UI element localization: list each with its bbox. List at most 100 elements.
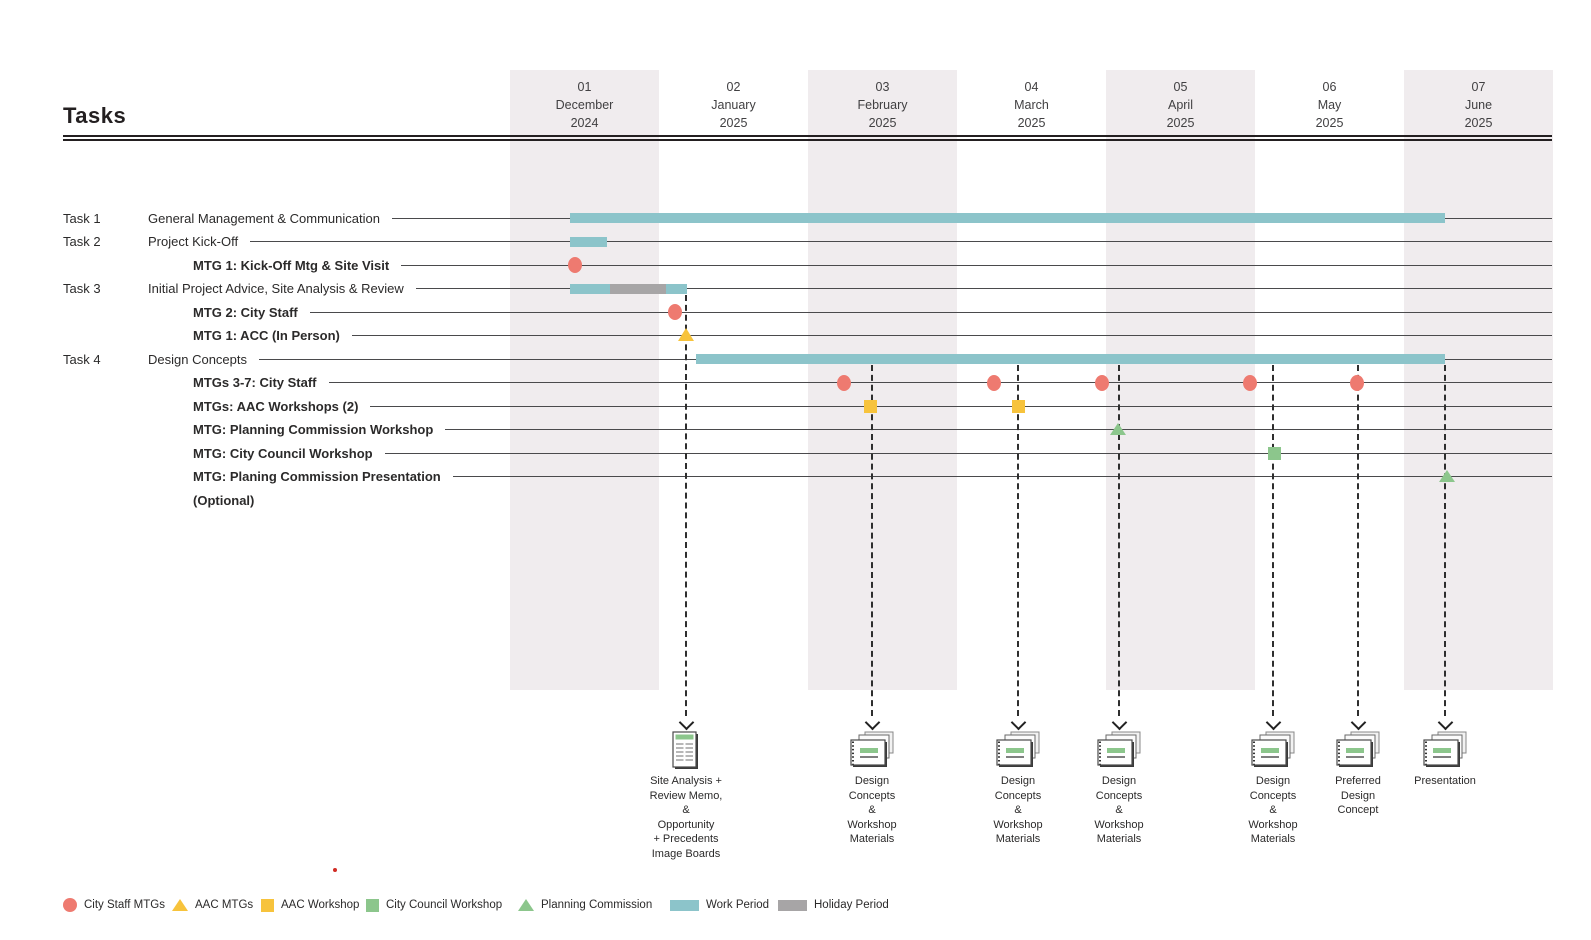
deliverable-label-line: Design: [1255, 775, 1291, 787]
month-year: 2024: [570, 116, 599, 130]
deliverable-label-line: Concepts: [848, 789, 896, 802]
legend-item-city-council: City Council Workshop: [366, 897, 502, 913]
deliverable-booklets-icon: [1422, 731, 1468, 774]
page-title: Tasks: [63, 103, 127, 128]
legend-item-city-staff: City Staff MTGs: [63, 897, 165, 913]
row-guide-line: [309, 311, 1552, 313]
deliverable-label-line: Workshop: [1248, 818, 1298, 831]
work-period-bar: [570, 236, 607, 247]
deliverable-label-line: Presentation: [1414, 775, 1476, 787]
holiday-period-bar: [610, 283, 666, 294]
legend-label: City Staff MTGs: [84, 899, 165, 911]
deliverable-label-line: Design: [1340, 789, 1376, 802]
deliverable-booklets-icon: [1096, 731, 1142, 774]
month-number: 03: [875, 80, 890, 94]
legend-item-aac-workshop: AAC Workshop: [261, 897, 359, 913]
legend-label: Planning Commission: [541, 899, 653, 911]
task-label: MTGs 3-7: City Staff: [193, 375, 317, 390]
dropline-arrow-icon: [1010, 714, 1027, 731]
legend-item-planning-commission: Planning Commission: [518, 897, 652, 913]
deliverable-booklets-icon: [1250, 731, 1296, 774]
deliverable-label-line: Image Boards: [651, 847, 721, 860]
task-label: MTG: Planning Commission Workshop: [193, 422, 434, 437]
month-year: 2025: [719, 116, 748, 130]
task-label: MTG 2: City Staff: [193, 304, 298, 320]
row-guide-line: [401, 264, 1552, 266]
legend-swatch-holiday: [778, 899, 807, 911]
dropline-dashed: [1017, 365, 1019, 716]
task-label: Design Concepts: [148, 351, 247, 367]
deliverable-label: Site Analysis +Review Memo,&Opportunity+…: [626, 774, 746, 861]
deliverable-label-line: &: [1014, 804, 1022, 816]
month-number: 02: [726, 80, 741, 94]
row-guide-line: [370, 405, 1552, 407]
month-number: 05: [1173, 80, 1188, 94]
row-guide-line: [452, 476, 1552, 477]
month-column-shade: [1106, 70, 1255, 690]
deliverable-label-line: Opportunity: [657, 818, 715, 831]
task-row: MTG: City Council Workshop: [63, 444, 1552, 462]
deliverable-label-line: Workshop: [1094, 818, 1144, 831]
row-guide-line: [415, 288, 1552, 289]
task-number: Task 2: [63, 234, 101, 249]
city-staff-marker: [837, 374, 851, 391]
legend-label: AAC Workshop: [281, 899, 360, 911]
city-staff-marker: [568, 257, 582, 273]
dropline-arrow-icon: [1350, 714, 1367, 731]
deliverable-label-line: Concepts: [994, 789, 1042, 802]
city-staff-marker: [987, 374, 1001, 391]
task-row: MTG: Planning Commission Workshop: [63, 421, 1552, 439]
dropline-arrow-icon: [1437, 714, 1454, 731]
month-number: 07: [1471, 80, 1486, 94]
task-label: Project Kick-Off: [148, 234, 239, 249]
city-staff-marker: [668, 304, 682, 320]
dropline-dashed: [1357, 365, 1359, 716]
row-guide-line: [328, 382, 1552, 383]
deliverable-label-line: + Precedents: [653, 833, 719, 845]
task-row: MTGs: AAC Workshops (2): [63, 397, 1552, 415]
month-column-shade: [510, 70, 659, 690]
legend-swatch-aac-mtg: [172, 899, 188, 911]
month-number: 06: [1322, 80, 1337, 94]
stray-dot: [333, 868, 337, 872]
task-label: MTG 1: Kick-Off Mtg & Site Visit: [193, 257, 390, 273]
task-number: Task 3: [63, 281, 101, 296]
legend-swatch-work: [670, 899, 699, 911]
month-year: 2025: [1315, 116, 1344, 130]
deliverable-label-line: Site Analysis +: [650, 775, 722, 787]
legend-label: City Council Workshop: [386, 899, 503, 911]
dropline-arrow-icon: [678, 714, 695, 731]
aac-mtg-marker: [677, 328, 694, 341]
deliverable-label-line: &: [1269, 804, 1277, 816]
dropline-arrow-icon: [1265, 714, 1282, 731]
month-number: 01: [577, 80, 592, 94]
dropline-dashed: [685, 294, 687, 716]
deliverable-label-line: Concepts: [1249, 789, 1297, 802]
city-staff-marker: [1243, 374, 1257, 391]
planning-commission-marker: [1109, 422, 1126, 435]
task-number: Task 4: [63, 351, 101, 367]
work-period-bar: [696, 354, 1445, 364]
row-guide-line: [445, 429, 1552, 430]
legend-item-aac-mtg: AAC MTGs: [172, 897, 253, 913]
task-row: MTGs 3-7: City Staff: [63, 374, 1552, 392]
dropline-dashed: [1118, 365, 1120, 716]
work-period-bar: [570, 213, 1445, 223]
legend-swatch-city-council: [366, 898, 379, 912]
city-staff-marker: [1350, 374, 1364, 391]
task-row: MTG 1: ACC (In Person): [63, 327, 1552, 345]
task-label: MTG 1: ACC (In Person): [193, 328, 340, 343]
legend-swatch-city-staff: [63, 898, 77, 912]
deliverable-label-line: Concepts: [1095, 789, 1143, 802]
deliverable-label-line: &: [1115, 804, 1123, 816]
month-year: 2025: [868, 116, 897, 130]
task-label: General Management & Communication: [148, 210, 380, 226]
legend-label: AAC MTGs: [195, 899, 254, 911]
month-name: January: [711, 98, 756, 112]
deliverable-label-line: Materials: [995, 833, 1041, 845]
